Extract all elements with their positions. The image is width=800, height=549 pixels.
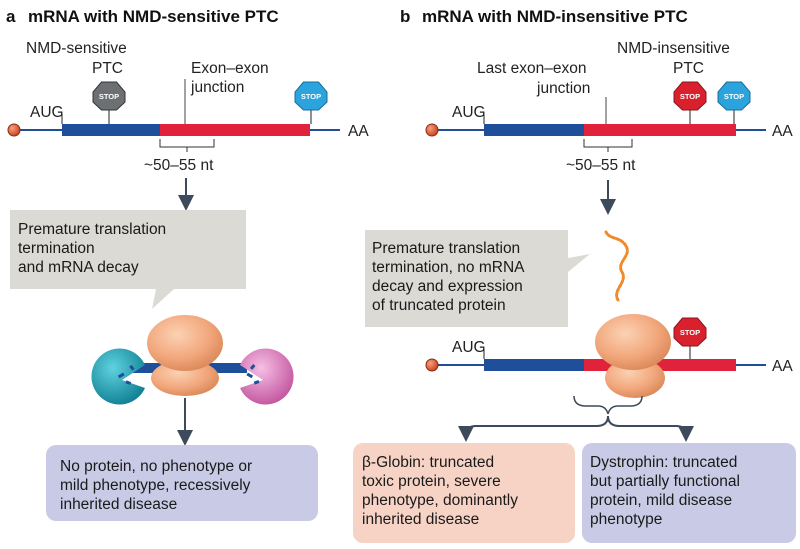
stop-sign-icon-red — [673, 317, 707, 347]
stop-text: STOP — [680, 328, 700, 337]
aug-label: AUG — [30, 104, 64, 121]
outcome-line: No protein, no phenotype or — [60, 458, 252, 475]
stop-text: STOP — [724, 92, 744, 101]
outcome-line: toxic protein, severe — [362, 473, 501, 490]
panel-b: b mRNA with NMD-insensitive PTC NMD-inse… — [353, 7, 796, 543]
outcome-line: inherited disease — [362, 511, 479, 528]
exon-blue — [62, 124, 160, 136]
cap-icon — [425, 358, 439, 372]
exon-blue — [484, 359, 584, 371]
panel-a-junction-label-line1: Exon–exon — [191, 60, 269, 77]
aug-label: AUG — [452, 339, 486, 356]
panel-b-title: mRNA with NMD-insensitive PTC — [422, 7, 688, 26]
outcome-box — [46, 445, 318, 521]
callout-line: decay and expression — [372, 278, 523, 295]
panel-b-ptc-label-line2: PTC — [673, 60, 704, 77]
panel-b-junction-label-line1: Last exon–exon — [477, 60, 586, 77]
rna-fragments — [117, 364, 260, 385]
panel-a-title: mRNA with NMD-sensitive PTC — [28, 7, 279, 26]
outcome-line: inherited disease — [60, 496, 177, 513]
panel-b-ptc-label-line1: NMD-insensitive — [617, 40, 730, 57]
exonuclease-icon — [240, 348, 294, 405]
distance-label: ~50–55 nt — [144, 157, 214, 174]
outcome-line: mild phenotype, recessively — [60, 477, 251, 494]
exonuclease-icon — [91, 348, 145, 405]
stop-text: STOP — [99, 92, 119, 101]
callout-box — [365, 230, 590, 327]
callout-line: and mRNA decay — [18, 259, 139, 276]
exon-blue — [484, 124, 584, 136]
panel-b-letter: b — [400, 7, 410, 26]
poly-a-label: AA — [348, 123, 369, 140]
callout-line: Premature translation — [372, 240, 520, 257]
arrow-left — [458, 415, 609, 442]
ribosome-large-subunit — [595, 314, 671, 370]
outcome-line: protein, mild disease — [590, 492, 732, 509]
callout-line: termination, no mRNA — [372, 259, 525, 276]
outcome-line: but partially functional — [590, 473, 740, 490]
truncated-peptide — [604, 230, 629, 302]
ribosome-small-subunit — [151, 360, 219, 396]
cap-icon — [7, 123, 21, 137]
exon-red — [160, 124, 310, 136]
panel-b-junction-label-line2: junction — [536, 80, 590, 97]
distance-bracket — [583, 139, 633, 148]
stop-sign-icon-red — [673, 81, 707, 111]
callout-line: termination — [18, 240, 95, 257]
stop-text: STOP — [301, 92, 321, 101]
ribosome-large-subunit — [147, 315, 223, 371]
poly-a-label: AA — [772, 358, 793, 375]
callout-line: Premature translation — [18, 221, 166, 238]
aug-label: AUG — [452, 104, 486, 121]
brace — [573, 395, 643, 415]
panel-a: a mRNA with NMD-sensitive PTC NMD-sensit… — [6, 7, 369, 521]
panel-a-junction-label-line2: junction — [190, 79, 244, 96]
outcome-line: β-Globin: truncated — [362, 454, 494, 471]
outcome-line: phenotype, dominantly — [362, 492, 518, 509]
stop-text: STOP — [680, 92, 700, 101]
panel-a-ptc-label-line1: NMD-sensitive — [26, 40, 127, 57]
distance-label: ~50–55 nt — [566, 157, 636, 174]
distance-bracket — [159, 139, 215, 148]
panel-a-ptc-label-line2: PTC — [92, 60, 123, 77]
outcome-box-dystrophin — [582, 443, 796, 543]
callout-line: of truncated protein — [372, 297, 506, 314]
callout-box — [10, 210, 246, 309]
arrow-right — [607, 415, 694, 442]
outcome-line: Dystrophin: truncated — [590, 454, 737, 471]
outcome-line: phenotype — [590, 511, 662, 528]
stop-sign-icon-blue — [294, 81, 328, 111]
cap-icon — [425, 123, 439, 137]
exon-red — [584, 124, 736, 136]
poly-a-label: AA — [772, 123, 793, 140]
stop-sign-icon-gray — [92, 81, 126, 111]
outcome-box-beta-globin — [353, 443, 575, 543]
panel-a-letter: a — [6, 7, 16, 26]
stop-sign-icon-blue — [717, 81, 751, 111]
